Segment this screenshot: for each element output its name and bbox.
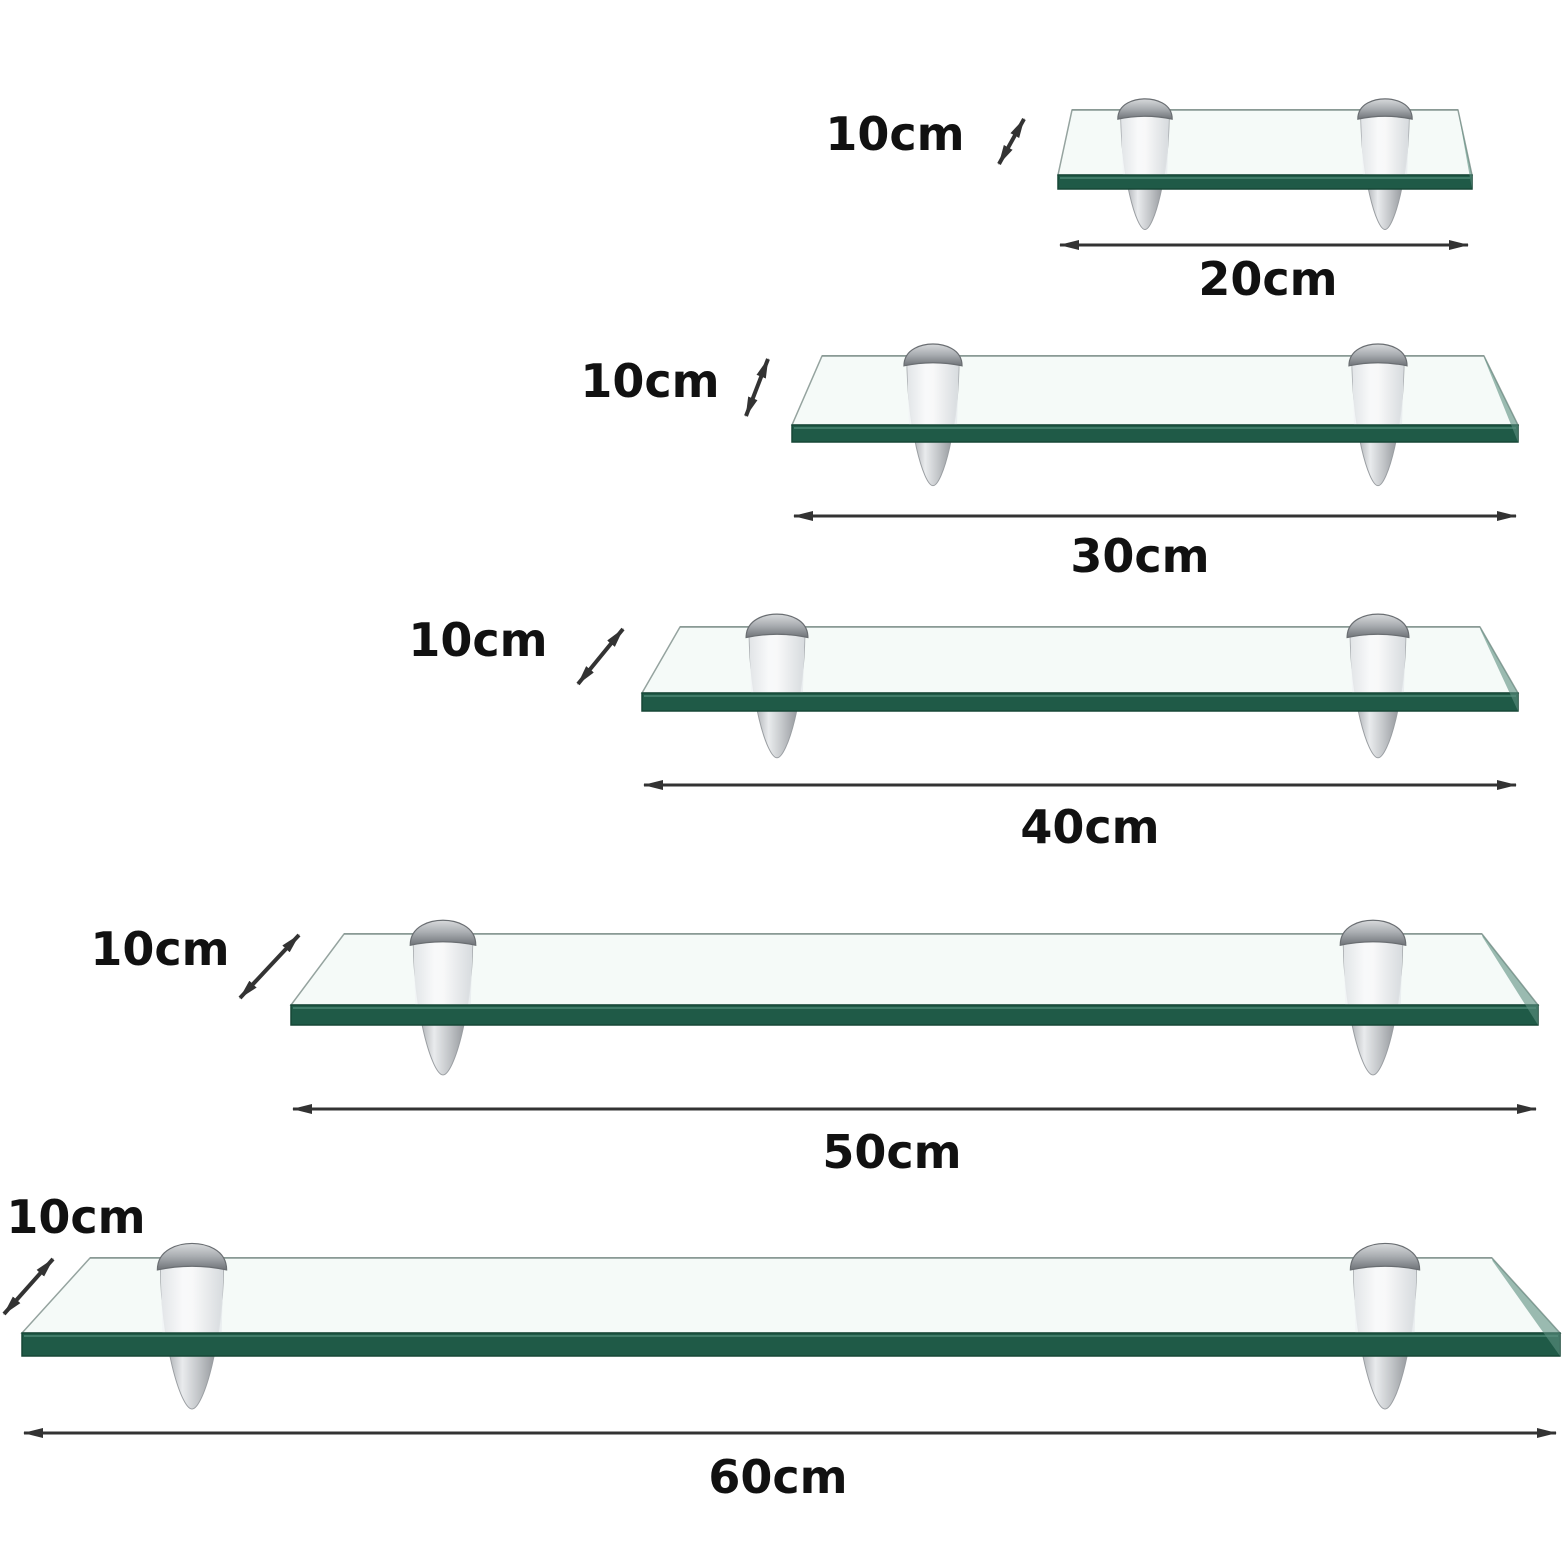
- bracket-1: [409, 919, 477, 1076]
- bracket-cap: [1357, 98, 1413, 120]
- width-label: 60cm: [708, 1450, 847, 1504]
- shelf-50: 50cm 10cm: [90, 919, 1540, 1179]
- bracket-1: [745, 613, 809, 759]
- glass-top-face: [790, 355, 1520, 426]
- depth-dimension-arrow: [997, 118, 1026, 165]
- bracket-frost: [1353, 1259, 1417, 1333]
- bracket-1: [1117, 98, 1173, 231]
- width-label: 30cm: [1070, 529, 1209, 583]
- depth-dimension-arrow: [576, 627, 625, 686]
- width-label: 20cm: [1198, 252, 1337, 306]
- bracket-1: [903, 343, 963, 487]
- bracket-2: [1346, 613, 1410, 759]
- shelf-20: 20cm 10cm: [825, 98, 1473, 306]
- glass-side-edge: [1458, 110, 1472, 189]
- shelf-60: 60cm 10cm: [2, 1190, 1562, 1504]
- glass-side-edge: [1480, 627, 1518, 711]
- depth-label: 10cm: [408, 613, 547, 667]
- depth-dimension-arrow: [2, 1257, 55, 1316]
- bracket-cap: [745, 613, 809, 639]
- bracket-cap: [1117, 98, 1173, 120]
- bracket-2: [1349, 1242, 1421, 1410]
- glass-top-face: [20, 1257, 1562, 1334]
- bracket-cap: [409, 919, 477, 946]
- bracket-cap: [1349, 1242, 1421, 1271]
- width-label: 40cm: [1020, 800, 1159, 854]
- bracket-frost: [749, 628, 805, 693]
- bracket-cap: [1348, 343, 1408, 367]
- shelf-30: 30cm 10cm: [580, 343, 1520, 583]
- bracket-frost: [160, 1259, 224, 1333]
- bracket-cap: [156, 1242, 228, 1271]
- depth-label: 10cm: [825, 107, 964, 161]
- width-label: 50cm: [822, 1125, 961, 1179]
- bracket-frost: [1350, 628, 1406, 693]
- bracket-frost: [1120, 111, 1170, 175]
- bracket-frost: [906, 357, 960, 425]
- depth-dimension-arrow: [744, 358, 770, 417]
- glass-top-face: [1057, 109, 1473, 176]
- bracket-2: [1339, 919, 1407, 1076]
- depth-dimension-arrow: [238, 933, 301, 1000]
- glass-side-edge: [1482, 934, 1538, 1025]
- bracket-1: [156, 1242, 228, 1410]
- bracket-cap: [903, 343, 963, 367]
- bracket-frost: [1343, 935, 1403, 1005]
- bracket-cap: [1339, 919, 1407, 946]
- depth-label: 10cm: [6, 1190, 145, 1244]
- glass-side-edge: [1492, 1258, 1560, 1356]
- depth-label: 10cm: [580, 354, 719, 408]
- glass-side-edge: [1484, 356, 1518, 442]
- bracket-frost: [1351, 357, 1405, 425]
- bracket-frost: [1360, 111, 1410, 175]
- bracket-2: [1357, 98, 1413, 231]
- depth-label: 10cm: [90, 922, 229, 976]
- bracket-cap: [1346, 613, 1410, 639]
- shelf-40: 40cm 10cm: [408, 613, 1520, 854]
- bracket-2: [1348, 343, 1408, 487]
- bracket-frost: [413, 935, 473, 1005]
